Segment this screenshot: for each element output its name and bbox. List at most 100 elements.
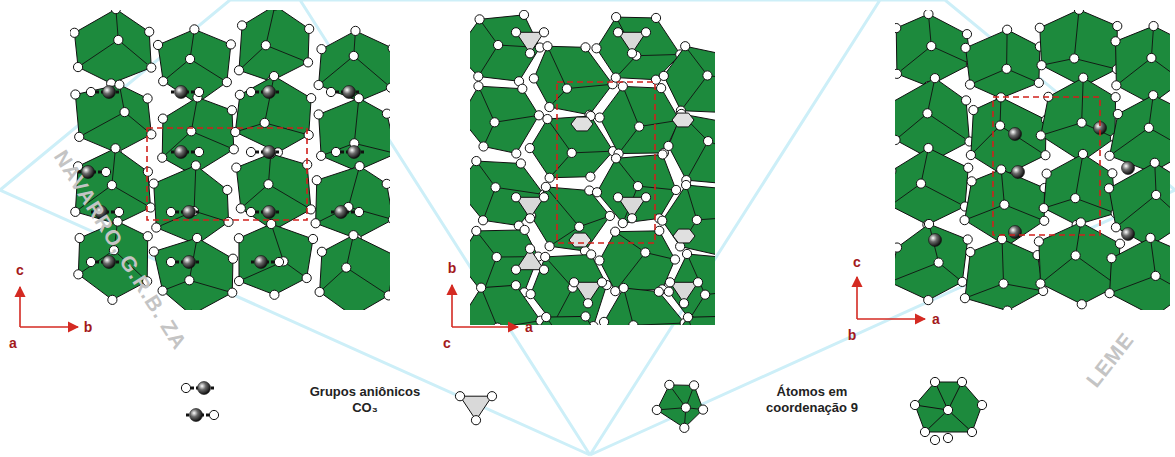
oxygen-atom — [679, 299, 688, 308]
polyhedron-edge — [895, 113, 927, 140]
polyhedron-edge — [1041, 123, 1082, 136]
polyhedron-edge — [1082, 78, 1084, 123]
oxygen-atom — [270, 290, 279, 299]
polyhedron-edge — [78, 40, 118, 67]
coordination-polyhedron — [669, 254, 715, 323]
oxygen-atom — [314, 110, 323, 119]
oxygen-atom — [969, 105, 978, 114]
oxygen-atom — [671, 185, 680, 194]
polyhedron-edge — [921, 148, 928, 184]
oxygen-atom — [583, 299, 592, 308]
polyhedron-edge — [478, 86, 494, 122]
oxygen-atom — [235, 90, 244, 99]
oxygen-atom — [924, 143, 933, 152]
oxygen-atom — [525, 143, 534, 152]
oxygen-atom — [516, 159, 525, 168]
oxygen-atom — [664, 141, 673, 150]
oxygen-atom — [181, 383, 190, 392]
oxygen-atom — [114, 35, 123, 44]
polyhedron-edge — [320, 268, 347, 292]
oxygen-atom — [930, 74, 939, 83]
polyhedron-edge — [266, 45, 308, 62]
oxygen-atom — [664, 287, 673, 296]
coordination-polyhedron — [158, 29, 231, 103]
polyhedron-edge — [623, 86, 639, 126]
coordination-polyhedron — [239, 10, 309, 81]
carbon-atom — [263, 146, 276, 159]
carbon-atom — [255, 256, 268, 269]
oxygen-atom — [474, 82, 483, 91]
oxygen-atom — [541, 252, 550, 261]
oxygen-atom — [999, 279, 1008, 288]
oxygen-atom — [1111, 93, 1120, 102]
oxygen-atom — [924, 296, 933, 305]
oxygen-atom — [222, 78, 231, 87]
oxygen-atom — [545, 102, 554, 111]
oxygen-atom — [611, 73, 620, 82]
oxygen-atom — [192, 233, 201, 242]
axis-label: c — [443, 335, 451, 351]
oxygen-atom — [190, 25, 199, 34]
oxygen-atom — [73, 62, 82, 71]
coordination-polyhedron — [470, 86, 539, 153]
oxygen-atom — [910, 400, 919, 409]
oxygen-atom — [1079, 73, 1088, 82]
oxygen-atom — [185, 54, 194, 63]
oxygen-atom — [924, 10, 933, 19]
axis-label: c — [853, 254, 861, 270]
polyhedron-edge — [1002, 239, 1003, 283]
oxygen-atom — [1104, 184, 1113, 193]
oxygen-atom — [342, 263, 351, 272]
oxygen-atom — [71, 207, 80, 216]
polyhedron-edge — [686, 141, 708, 180]
polyhedron-edge — [118, 40, 151, 68]
polyhedron-edge — [572, 151, 613, 153]
coordination-polyhedron — [1110, 95, 1170, 172]
oxygen-atom — [924, 219, 933, 228]
oxygen-atom — [1112, 81, 1121, 90]
oxygen-atom — [693, 278, 702, 287]
oxygen-atom — [597, 278, 606, 287]
oxygen-atom — [111, 10, 120, 14]
oxygen-atom — [474, 72, 483, 81]
oxygen-atom — [1146, 233, 1155, 242]
polyhedron-edge — [348, 166, 359, 207]
oxygen-atom — [1003, 25, 1012, 34]
oxygen-atom — [961, 43, 970, 52]
oxygen-atom — [511, 28, 520, 37]
oxygen-atom — [511, 193, 520, 202]
oxygen-atom — [261, 41, 270, 50]
oxygen-atom — [519, 10, 528, 19]
oxygen-atom — [611, 154, 620, 163]
oxygen-atom — [308, 234, 317, 243]
oxygen-atom — [682, 249, 691, 258]
oxygen-atom — [1034, 78, 1043, 87]
legend-text: Grupos aniônicos CO₃ — [305, 384, 425, 415]
polyhedron-edge — [638, 186, 676, 190]
oxygen-atom — [1144, 123, 1153, 132]
polyhedron-edge — [546, 187, 579, 227]
coordination-polyhedron — [316, 166, 390, 239]
coordination-polyhedron — [965, 239, 1043, 310]
legend-text: Átomos em coordenação 9 — [757, 384, 867, 415]
oxygen-atom — [355, 162, 364, 171]
oxygen-atom — [302, 273, 311, 282]
oxygen-atom — [1113, 109, 1122, 118]
oxygen-atom — [1105, 151, 1114, 160]
carbon-atom — [1122, 162, 1135, 175]
oxygen-atom — [234, 66, 243, 75]
polyhedron-edge — [189, 280, 232, 292]
polyhedron-edge — [681, 75, 708, 110]
oxygen-atom — [492, 252, 501, 261]
oxygen-atom — [618, 219, 627, 228]
coordination-polyhedron — [320, 235, 390, 310]
axis-label: b — [848, 327, 857, 343]
polyhedron-edge — [633, 323, 684, 325]
polyhedron-edge — [346, 268, 388, 296]
oxygen-atom — [1111, 37, 1120, 46]
oxygen-atom — [147, 63, 156, 72]
oxygen-atom — [1077, 118, 1086, 127]
coordination-polyhedron — [470, 161, 544, 226]
polyhedron-edge — [190, 59, 227, 82]
coordination-polyhedron — [1041, 78, 1116, 162]
